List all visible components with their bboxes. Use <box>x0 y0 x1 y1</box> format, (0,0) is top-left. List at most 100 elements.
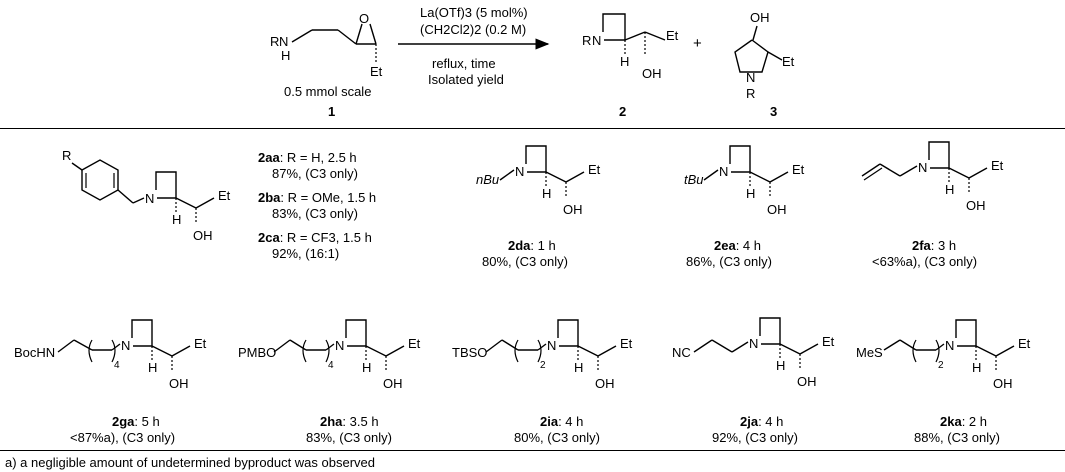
reagent-line-2: (CH2Cl2)2 (0.2 M) <box>420 22 527 37</box>
caption-2ia: 2ia: 4 h <box>540 414 584 429</box>
structure-2ka: MeS 2 N Et H OH <box>856 319 1031 391</box>
svg-text:N: N <box>121 338 130 353</box>
svg-text:OH: OH <box>797 374 817 389</box>
yield-2da: 80%, (C3 only) <box>482 254 568 269</box>
svg-text:2: 2 <box>540 360 546 371</box>
caption-2ba: 2ba: R = OMe, 1.5 h <box>258 190 377 205</box>
svg-text:H: H <box>542 186 551 201</box>
caption-2ja: 2ja: 4 h <box>740 414 784 429</box>
caption-2ca: 2ca: R = CF3, 1.5 h <box>258 230 372 245</box>
caption-2da: 2da: 1 h <box>508 238 556 253</box>
svg-text:H: H <box>776 358 785 373</box>
yield-2ga: <87%a), (C3 only) <box>70 430 176 445</box>
svg-text:Et: Et <box>792 162 805 177</box>
svg-text:Et: Et <box>822 334 835 349</box>
o-label: O <box>359 11 369 26</box>
structure-2fa: N Et H OH <box>861 141 1004 213</box>
svg-text:H: H <box>362 360 371 375</box>
yield-2ia: 80%, (C3 only) <box>514 430 600 445</box>
svg-text:H: H <box>746 186 755 201</box>
svg-text:H: H <box>574 360 583 375</box>
structure-2ea: tBu N Et H OH <box>684 145 805 217</box>
svg-text:BocHN: BocHN <box>14 345 55 360</box>
footnote: a) a negligible amount of undetermined b… <box>5 455 376 470</box>
svg-text:N: N <box>719 164 728 179</box>
svg-text:Et: Et <box>588 162 601 177</box>
r-label: R <box>270 34 279 49</box>
svg-text:Et: Et <box>1018 336 1031 351</box>
svg-text:NC: NC <box>672 345 691 360</box>
caption-2ka: 2ka: 2 h <box>940 414 987 429</box>
svg-text:nBu: nBu <box>476 172 499 187</box>
yield-2ja: 92%, (C3 only) <box>712 430 798 445</box>
bottom-rule <box>0 450 1065 451</box>
svg-text:Et: Et <box>620 336 633 351</box>
yield-2ea: 86%, (C3 only) <box>686 254 772 269</box>
svg-text:Et: Et <box>782 54 795 69</box>
svg-text:N: N <box>918 160 927 175</box>
product-2-structure: R N Et H OH <box>582 13 679 81</box>
svg-text:N: N <box>749 336 758 351</box>
svg-text:N: N <box>945 338 954 353</box>
structure-2aa-2ca: R N Et H OH <box>62 148 231 243</box>
product-3-structure: OH Et N R <box>734 10 795 101</box>
svg-text:OH: OH <box>993 376 1013 391</box>
svg-text:H: H <box>945 182 954 197</box>
svg-text:PMBO: PMBO <box>238 345 276 360</box>
svg-text:Et: Et <box>218 188 231 203</box>
compound-number-3: 3 <box>770 104 778 119</box>
svg-text:N: N <box>592 33 601 48</box>
svg-text:tBu: tBu <box>684 172 704 187</box>
svg-text:OH: OH <box>595 376 615 391</box>
svg-text:Et: Et <box>408 336 421 351</box>
svg-text:TBSO: TBSO <box>452 345 487 360</box>
reagent-line-1: La(OTf)3 (5 mol%) <box>420 5 528 20</box>
svg-text:OH: OH <box>193 228 213 243</box>
svg-text:OH: OH <box>767 202 787 217</box>
compound-number-1: 1 <box>328 104 336 119</box>
svg-text:H: H <box>972 360 981 375</box>
svg-text:Et: Et <box>991 158 1004 173</box>
h-label: H <box>281 48 290 63</box>
top-rule <box>0 128 1065 129</box>
yield-2fa: <63%a), (C3 only) <box>872 254 978 269</box>
plus-sign: + <box>693 35 702 52</box>
caption-2ea: 2ea: 4 h <box>714 238 761 253</box>
svg-text:N: N <box>335 338 344 353</box>
structure-2ia: TBSO 2 N Et H OH <box>452 319 633 391</box>
svg-text:OH: OH <box>563 202 583 217</box>
svg-text:N: N <box>746 70 755 85</box>
svg-text:OH: OH <box>966 198 986 213</box>
scale-label: 0.5 mmol scale <box>284 84 372 99</box>
structure-2ja: NC N Et H OH <box>672 317 835 389</box>
svg-text:Et: Et <box>666 28 679 43</box>
starting-material-1: R N H O Et <box>270 11 383 79</box>
condition-line-1: reflux, time <box>432 56 496 71</box>
svg-text:MeS: MeS <box>856 345 883 360</box>
svg-text:2: 2 <box>938 360 944 371</box>
svg-text:N: N <box>547 338 556 353</box>
yield-2ba: 83%, (C3 only) <box>272 206 358 221</box>
yield-2ka: 88%, (C3 only) <box>914 430 1000 445</box>
svg-text:OH: OH <box>750 10 770 25</box>
svg-text:OH: OH <box>642 66 662 81</box>
svg-text:R: R <box>746 86 755 101</box>
svg-text:Et: Et <box>194 336 207 351</box>
caption-2fa: 2fa: 3 h <box>912 238 957 253</box>
n-label: N <box>279 34 288 49</box>
svg-text:R: R <box>582 33 591 48</box>
caption-2ha: 2ha: 3.5 h <box>320 414 379 429</box>
structure-2ha: PMBO 4 N Et H OH <box>238 319 421 391</box>
svg-text:H: H <box>148 360 157 375</box>
yield-2ha: 83%, (C3 only) <box>306 430 392 445</box>
caption-2aa: 2aa: R = H, 2.5 h <box>258 150 357 165</box>
svg-text:H: H <box>620 54 629 69</box>
svg-text:OH: OH <box>383 376 403 391</box>
structure-2da: nBu N Et H OH <box>476 145 601 217</box>
yield-2aa: 87%, (C3 only) <box>272 166 358 181</box>
svg-text:H: H <box>172 212 181 227</box>
svg-text:4: 4 <box>328 360 334 371</box>
compound-number-2: 2 <box>619 104 627 119</box>
svg-text:N: N <box>515 164 524 179</box>
